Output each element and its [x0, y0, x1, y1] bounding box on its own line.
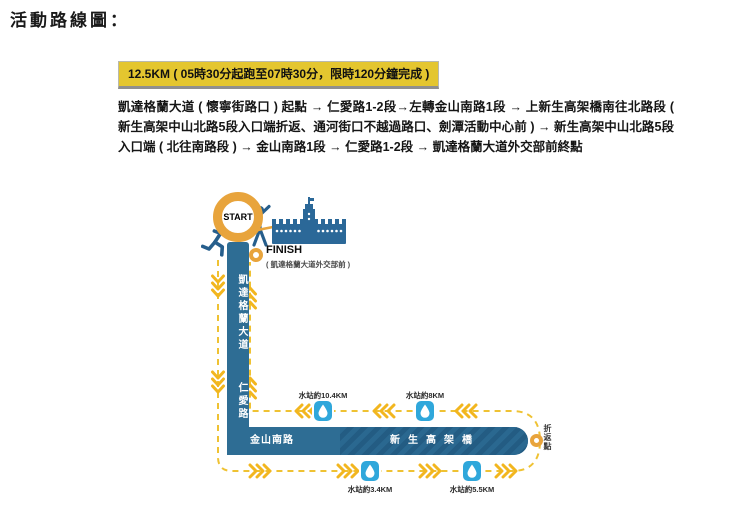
finish-label: FINISH: [266, 244, 303, 256]
road-label-ketagalan: 凱達格蘭大道: [236, 274, 247, 352]
water-station-icon: [314, 401, 332, 421]
route-arrows-down: [211, 274, 225, 394]
viaduct-hatched-bar: [340, 427, 528, 455]
water-station-label: 水站約10.4KM: [298, 391, 348, 400]
water-station-label: 水站約8KM: [405, 391, 445, 400]
turnaround-marker-ring: [530, 434, 543, 447]
finish-location-note: ( 凱達格蘭大道外交部前 ): [266, 260, 351, 269]
turnaround-label: 折返點: [543, 424, 552, 451]
presidential-office-building-icon: [272, 197, 346, 244]
start-marker: START: [213, 192, 263, 242]
water-station-label: 水站約5.5KM: [449, 485, 495, 494]
road-vertical-bar: [227, 242, 249, 455]
distance-heading: 12.5KM ( 05時30分起跑至07時30分，限時120分鐘完成 ): [118, 61, 440, 89]
water-station-icon: [463, 461, 481, 481]
water-drop-icon: [420, 404, 430, 418]
water-station-icon: [416, 401, 434, 421]
water-station-icon: [361, 461, 379, 481]
finish-marker-ring: [249, 248, 263, 262]
road-label-jinshan: 金山南路: [250, 435, 294, 446]
water-drop-icon: [365, 464, 375, 478]
page-title: 活動路線圖：: [10, 11, 130, 30]
water-drop-icon: [318, 404, 328, 418]
road-label-renai: 仁愛路: [236, 382, 247, 421]
road-label-xinsheng: 新生高架橋: [390, 435, 480, 446]
start-label: START: [223, 212, 253, 222]
water-station-label: 水站約3.4KM: [347, 485, 393, 494]
route-description: 凱達格蘭大道 ( 懷寧街路口 ) 起點 → 仁愛路1-2段→左轉金山南路1段 →…: [118, 100, 674, 154]
water-drop-icon: [467, 464, 477, 478]
